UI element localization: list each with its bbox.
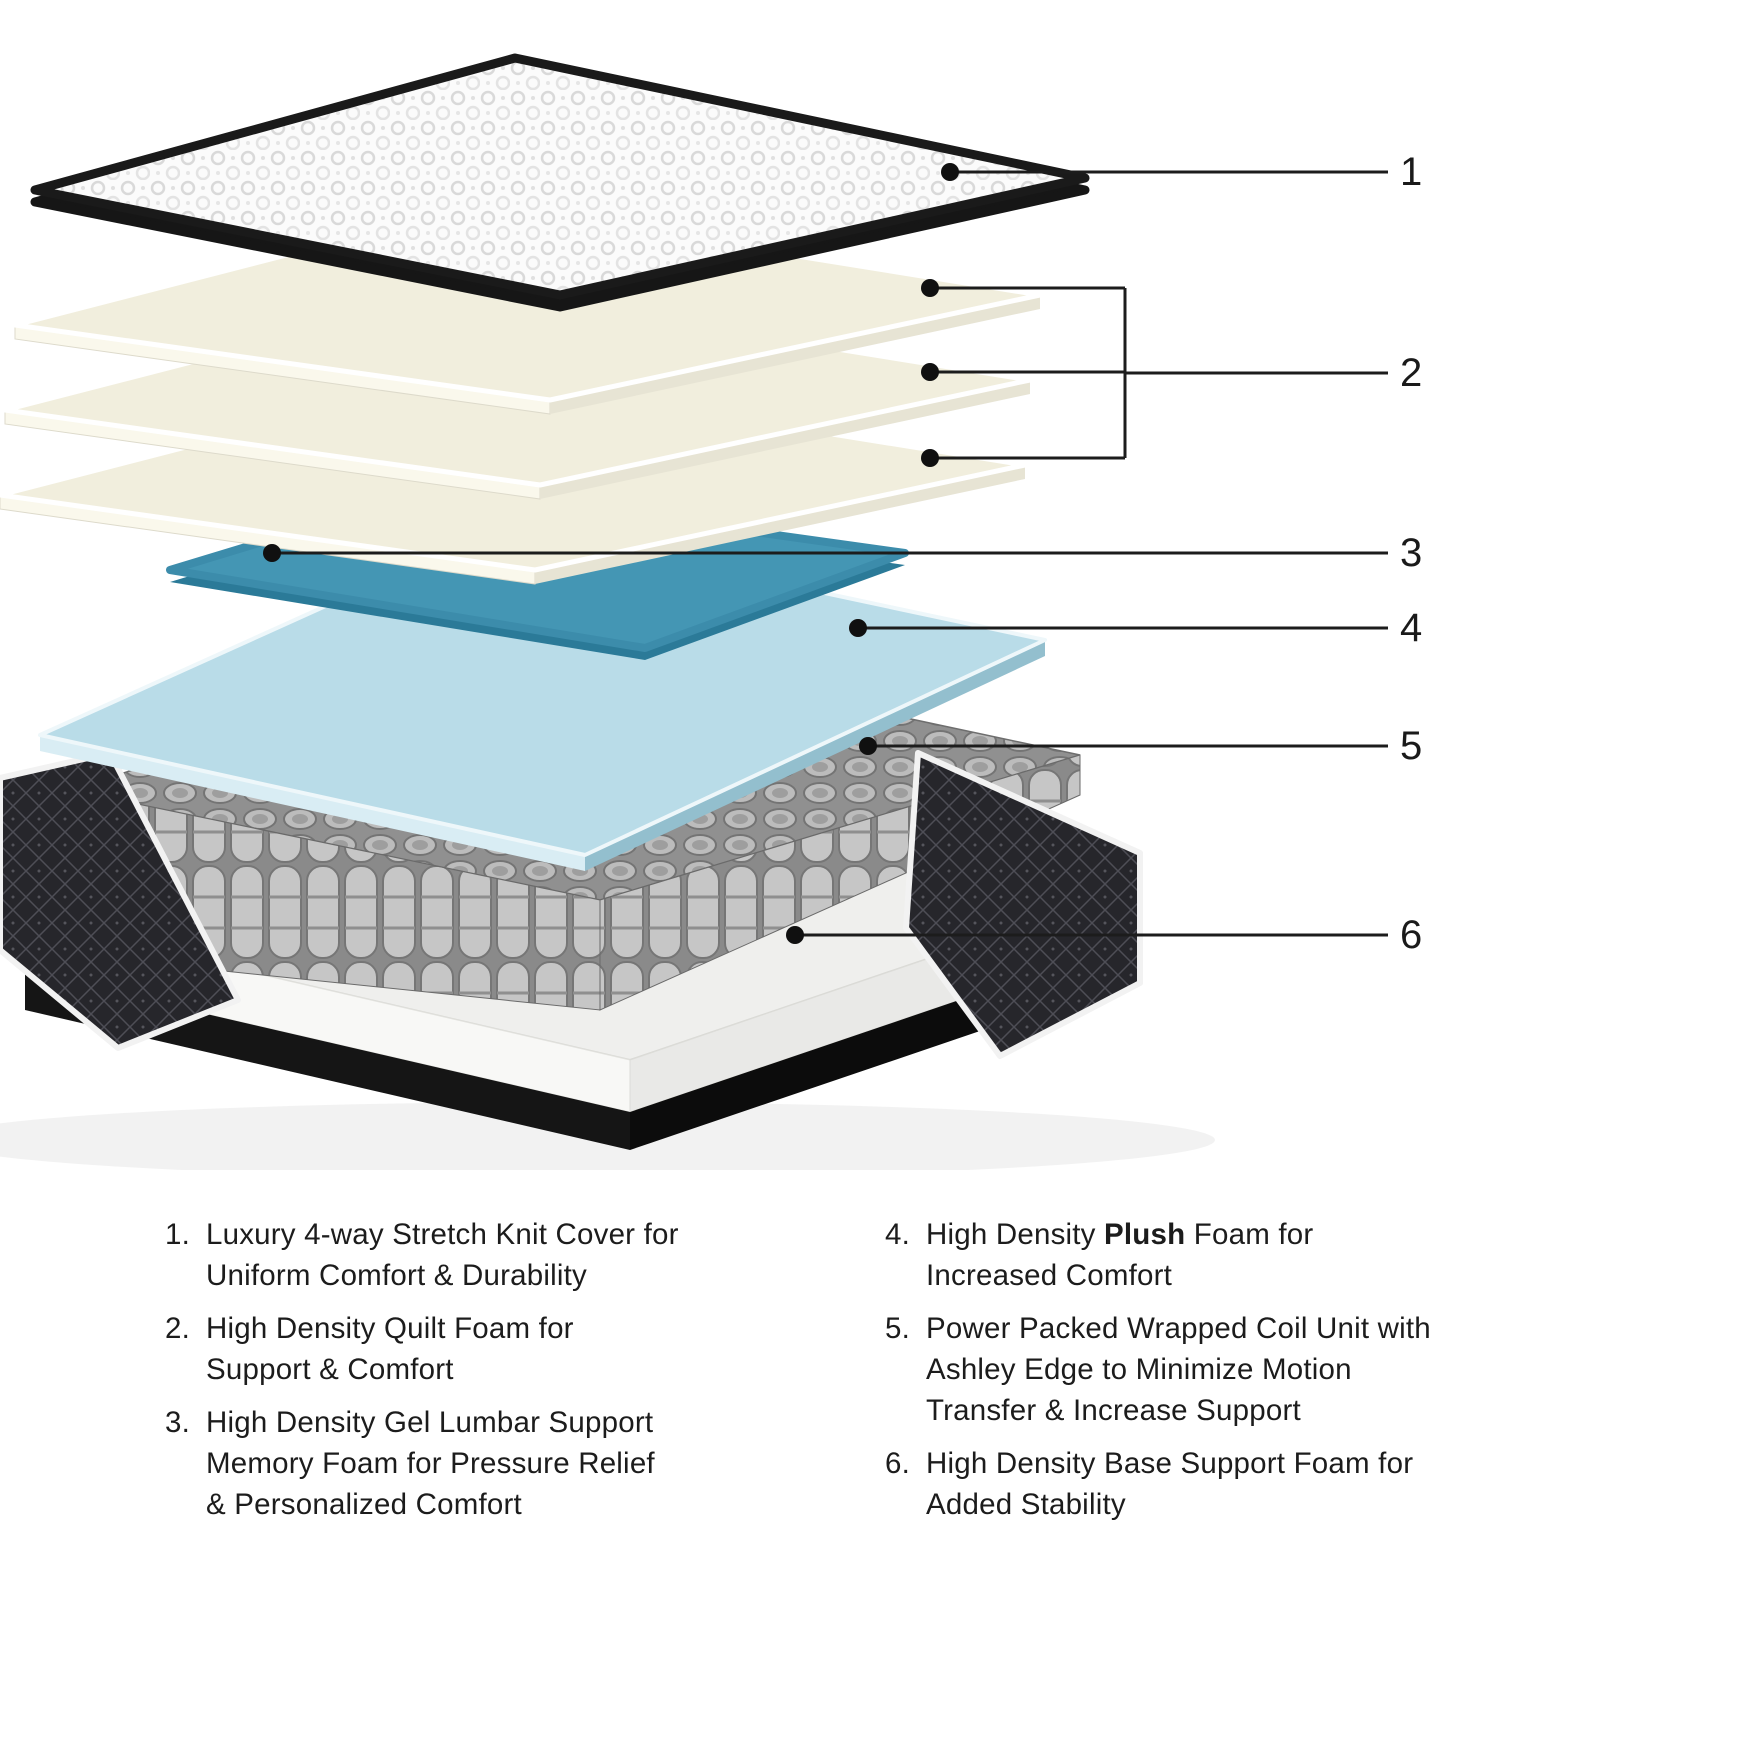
legend-text-bold: Plush — [1104, 1218, 1186, 1251]
callout-number-6: 6 — [1400, 913, 1422, 957]
legend-item-text: High Density Plush Foam for Increased Co… — [926, 1214, 1313, 1296]
callout-dot-3 — [263, 544, 281, 562]
callout-lines — [272, 170, 1388, 937]
callout-number-2: 2 — [1400, 351, 1422, 395]
legend-item-number: 5. — [884, 1312, 910, 1345]
legend-item-text: High Density Quilt Foam for Support & Co… — [206, 1312, 574, 1386]
legend-item-text: High Density Base Support Foam for Added… — [926, 1447, 1414, 1521]
callout-dot-4 — [849, 619, 867, 637]
legend-item-6: 6. High Density Base Support Foam for Ad… — [866, 1443, 1526, 1525]
callout-number-1: 1 — [1400, 150, 1422, 194]
legend-item-5: 5. Power Packed Wrapped Coil Unit with A… — [866, 1308, 1526, 1431]
callout-dot-1 — [941, 163, 959, 181]
mattress-exploded-diagram: 1 2 3 4 5 6 — [0, 53, 1422, 1170]
callout-numbers: 1 2 3 4 5 6 — [1400, 150, 1422, 957]
callout-dot-2c — [921, 449, 939, 467]
callout-number-4: 4 — [1400, 606, 1422, 650]
legend-item-text: High Density Gel Lumbar Support Memory F… — [206, 1406, 655, 1521]
plush-foam-layer — [38, 523, 1047, 871]
callout-number-3: 3 — [1400, 531, 1422, 575]
callout-dot-5 — [859, 737, 877, 755]
legend-item-text: Luxury 4-way Stretch Knit Cover for Unif… — [206, 1218, 679, 1292]
callout-dot-2a — [921, 279, 939, 297]
legend-right-column: 4. High Density Plush Foam for Increased… — [866, 1214, 1526, 1537]
legend-item-number: 4. — [884, 1218, 910, 1251]
legend-item-1: 1. Luxury 4-way Stretch Knit Cover for U… — [146, 1214, 786, 1296]
callout-dot-6 — [786, 926, 804, 944]
callout-dot-2b — [921, 363, 939, 381]
legend-item-3: 3. High Density Gel Lumbar Support Memor… — [146, 1402, 786, 1525]
legend-left-column: 1. Luxury 4-way Stretch Knit Cover for U… — [146, 1214, 786, 1537]
legend-item-number: 3. — [164, 1406, 190, 1439]
stretch-knit-cover-layer — [30, 53, 1090, 312]
callout-number-5: 5 — [1400, 724, 1422, 768]
legend-text-prefix: High Density — [926, 1218, 1105, 1251]
legend-item-text: Power Packed Wrapped Coil Unit with Ashl… — [926, 1312, 1431, 1427]
legend-item-number: 2. — [164, 1312, 190, 1345]
right-edge-encasement-panel — [903, 750, 1143, 1059]
callout-dots — [263, 163, 959, 944]
legend-text-suffix: Foam for Increased Comfort — [926, 1218, 1314, 1292]
legend-item-2: 2. High Density Quilt Foam for Support &… — [146, 1308, 786, 1390]
legend-item-number: 1. — [164, 1218, 190, 1251]
legend-item-number: 6. — [884, 1447, 910, 1480]
legend-item-4: 4. High Density Plush Foam for Increased… — [866, 1214, 1526, 1296]
